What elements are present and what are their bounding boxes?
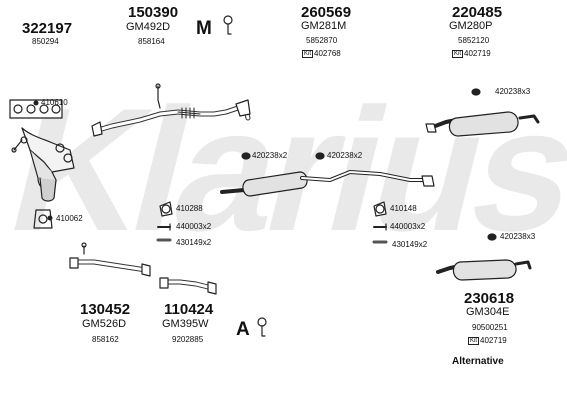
oe-ref-322197: 850294 <box>32 37 59 46</box>
part-number-150390: 150390 <box>128 4 179 21</box>
label-430149x2-left: 430149x2 <box>176 238 212 247</box>
accessories-letter: A <box>236 319 250 340</box>
part-number-230618: 230618 <box>464 290 515 307</box>
rubber-mount-icon-1 <box>241 152 251 160</box>
rubber-mount-icon-2 <box>315 152 325 160</box>
clamp-410288-drawing <box>159 201 173 217</box>
watermark-lettering: Klarius <box>0 71 567 267</box>
middle-silencer-drawing <box>220 170 435 197</box>
label-410610: 410610 <box>41 98 68 107</box>
label-440003x2-right: 440003x2 <box>390 222 426 231</box>
rubber-mount-icon-3 <box>471 88 481 96</box>
kit-number-220485: 402719 <box>464 49 491 58</box>
oe-ref-110424: 9202885 <box>172 335 204 344</box>
bolt-440003-drawing-left <box>157 223 171 231</box>
oe-ref-260569: 5852870 <box>306 36 338 45</box>
accessories-icon: A <box>236 317 267 340</box>
label-430149x2-right: 430149x2 <box>392 240 428 249</box>
oe-code-130452: GM526D <box>82 318 127 330</box>
oe-ref-220485: 5852120 <box>458 36 490 45</box>
manifold-gasket-drawing <box>9 99 63 119</box>
kit-badge-icon: Kit <box>468 337 480 345</box>
part-number-220485: 220485 <box>452 4 503 21</box>
clamp-410148-drawing <box>373 201 387 217</box>
label-420238x3-top: 420238x3 <box>495 87 531 96</box>
front-pipe-drawing <box>91 83 251 137</box>
label-410148: 410148 <box>390 204 417 213</box>
oe-code-230618: GM304E <box>466 306 510 318</box>
mounting-kit-icon: M <box>196 15 233 39</box>
alternative-rear-silencer-drawing <box>436 259 532 281</box>
rear-silencer-drawing <box>425 111 540 137</box>
pipe-130452-drawing <box>69 242 151 277</box>
mounting-kit-letter: M <box>196 18 212 39</box>
part-number-322197: 322197 <box>22 20 73 37</box>
catalytic-converter-drawing <box>11 127 75 202</box>
label-420238x3-bottom: 420238x3 <box>500 232 536 241</box>
alternative-label: Alternative <box>452 356 504 367</box>
kit-badge-icon: Kit <box>452 50 464 58</box>
label-420238x2-left: 420238x2 <box>252 151 288 160</box>
oe-code-150390: GM492D <box>126 21 171 33</box>
oe-ref-230618: 90500251 <box>472 323 508 332</box>
marker-dot-410610 <box>33 100 39 106</box>
flange-gasket-drawing <box>33 209 53 229</box>
marker-dot-410062 <box>47 215 53 221</box>
label-410062: 410062 <box>56 214 83 223</box>
oe-ref-130452: 858162 <box>92 335 119 344</box>
kit-badge-icon: Kit <box>302 50 314 58</box>
label-420238x2-right: 420238x2 <box>327 151 363 160</box>
oe-code-110424: GM395W <box>162 318 209 330</box>
oe-code-260569: GM281M <box>301 20 347 32</box>
bolt-440003-drawing-right <box>373 223 387 231</box>
part-number-260569: 260569 <box>301 4 352 21</box>
label-410288: 410288 <box>176 204 203 213</box>
part-number-130452: 130452 <box>80 301 131 318</box>
part-number-110424: 110424 <box>164 301 214 318</box>
pipe-110424-drawing <box>159 277 217 295</box>
label-440003x2-left: 440003x2 <box>176 222 212 231</box>
kit-number-260569: 402768 <box>314 49 341 58</box>
oe-code-220485: GM280P <box>449 20 493 32</box>
kit-number-230618: 402719 <box>480 336 507 345</box>
rubber-mount-icon-4 <box>487 233 497 241</box>
oe-ref-150390: 858164 <box>138 37 165 46</box>
